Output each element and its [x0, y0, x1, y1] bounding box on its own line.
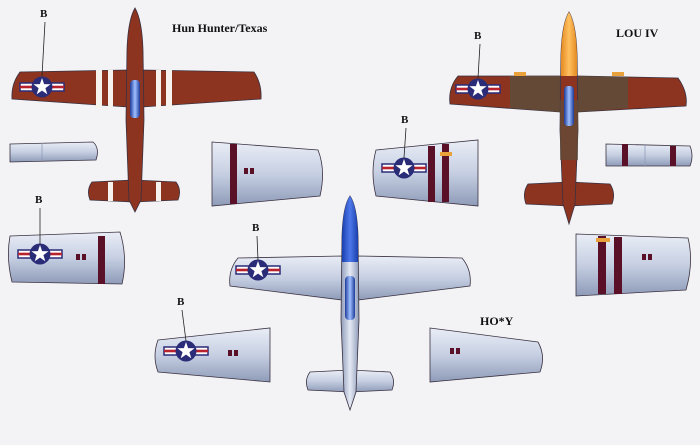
title-hun-hunter: Hun Hunter/Texas [172, 21, 268, 35]
aircraft-lou-iv [449, 11, 687, 226]
left-wing [229, 255, 343, 301]
blue-nose [342, 196, 358, 262]
wing-panel-3 [372, 139, 479, 207]
leader-lines [39, 21, 481, 342]
wing-panel-5 [8, 231, 125, 285]
aircraft-ho-y [229, 195, 471, 412]
marker-b-5: B [252, 222, 260, 234]
wing-panel-8 [429, 327, 543, 383]
yellow-nose [561, 12, 577, 76]
marker-b-1: B [40, 8, 48, 20]
aircraft-hun-hunter [11, 7, 262, 213]
wing-panel-6 [575, 233, 691, 297]
marker-b-3: B [401, 114, 409, 126]
wing-panel-2 [211, 141, 323, 207]
wing-panel-1 [9, 141, 98, 163]
marker-b-4: B [35, 194, 43, 206]
marker-b-6: B [177, 296, 185, 308]
right-wing [357, 255, 471, 301]
marker-b-2: B [474, 30, 482, 42]
wing-panel-7 [154, 327, 271, 383]
wing-panel-4 [605, 143, 693, 167]
title-ho-y: HO*Y [480, 314, 514, 328]
title-lou-iv: LOU IV [616, 26, 659, 40]
